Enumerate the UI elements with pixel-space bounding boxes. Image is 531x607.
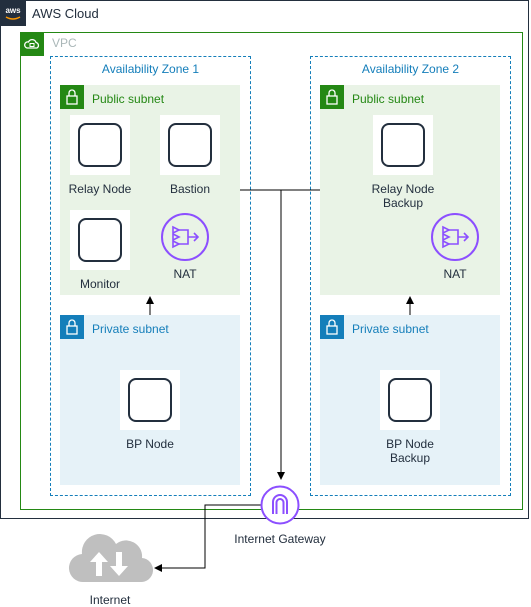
relay-node-backup-label-line1: Relay Node [371, 182, 435, 196]
instance-icon [168, 123, 212, 167]
bastion-label: Bastion [169, 182, 211, 196]
internet-cloud-icon [68, 532, 154, 588]
relay-node-label: Relay Node [68, 182, 132, 196]
nat-label: NAT [173, 267, 197, 281]
connector-line [154, 504, 262, 572]
vpc-cloud-icon [20, 32, 44, 56]
relay-node-backup-label-line2: Backup [382, 196, 424, 210]
vpc-title: VPC [52, 36, 77, 50]
nat-gateway-icon[interactable] [430, 212, 480, 262]
bp-node-backup-label-line2: Backup [389, 451, 431, 465]
private-subnet-2-title: Private subnet [352, 322, 429, 336]
public-subnet-2-title: Public subnet [352, 92, 425, 106]
bp-node-backup-label-line1: BP Node [386, 437, 434, 451]
lock-icon [320, 315, 344, 339]
instance-icon [128, 378, 172, 422]
availability-zone-2-title: Availability Zone 2 [361, 62, 460, 76]
lock-icon [60, 85, 84, 109]
relay-node-backup-instance[interactable] [373, 115, 433, 175]
instance-icon [388, 378, 432, 422]
aws-cloud-icon: aws [0, 0, 26, 26]
nat-gateway-icon[interactable] [160, 212, 210, 262]
instance-icon [78, 218, 122, 262]
bp-node-instance[interactable] [120, 370, 180, 430]
svg-text:aws: aws [5, 6, 21, 15]
internet-label: Internet [89, 593, 131, 607]
aws-cloud-group [0, 0, 529, 519]
bastion-instance[interactable] [160, 115, 220, 175]
bp-node-backup-label: BP Node Backup [365, 437, 455, 465]
nat-label: NAT [443, 267, 467, 281]
private-subnet-1-title: Private subnet [92, 322, 169, 336]
internet-gateway-label: Internet Gateway [234, 532, 326, 546]
monitor-instance[interactable] [70, 210, 130, 270]
bp-node-label: BP Node [126, 437, 174, 451]
monitor-label: Monitor [79, 277, 120, 291]
relay-node-instance[interactable] [70, 115, 130, 175]
lock-icon [60, 315, 84, 339]
availability-zone-1 [50, 56, 251, 496]
relay-node-backup-label: Relay Node Backup [358, 182, 448, 210]
instance-icon [78, 123, 122, 167]
internet-gateway-icon[interactable] [260, 485, 300, 525]
bp-node-backup-instance[interactable] [380, 370, 440, 430]
aws-cloud-title: AWS Cloud [32, 6, 99, 21]
instance-icon [381, 123, 425, 167]
public-subnet-1-title: Public subnet [92, 92, 165, 106]
availability-zone-2 [310, 56, 511, 496]
lock-icon [320, 85, 344, 109]
availability-zone-1-title: Availability Zone 1 [101, 62, 200, 76]
